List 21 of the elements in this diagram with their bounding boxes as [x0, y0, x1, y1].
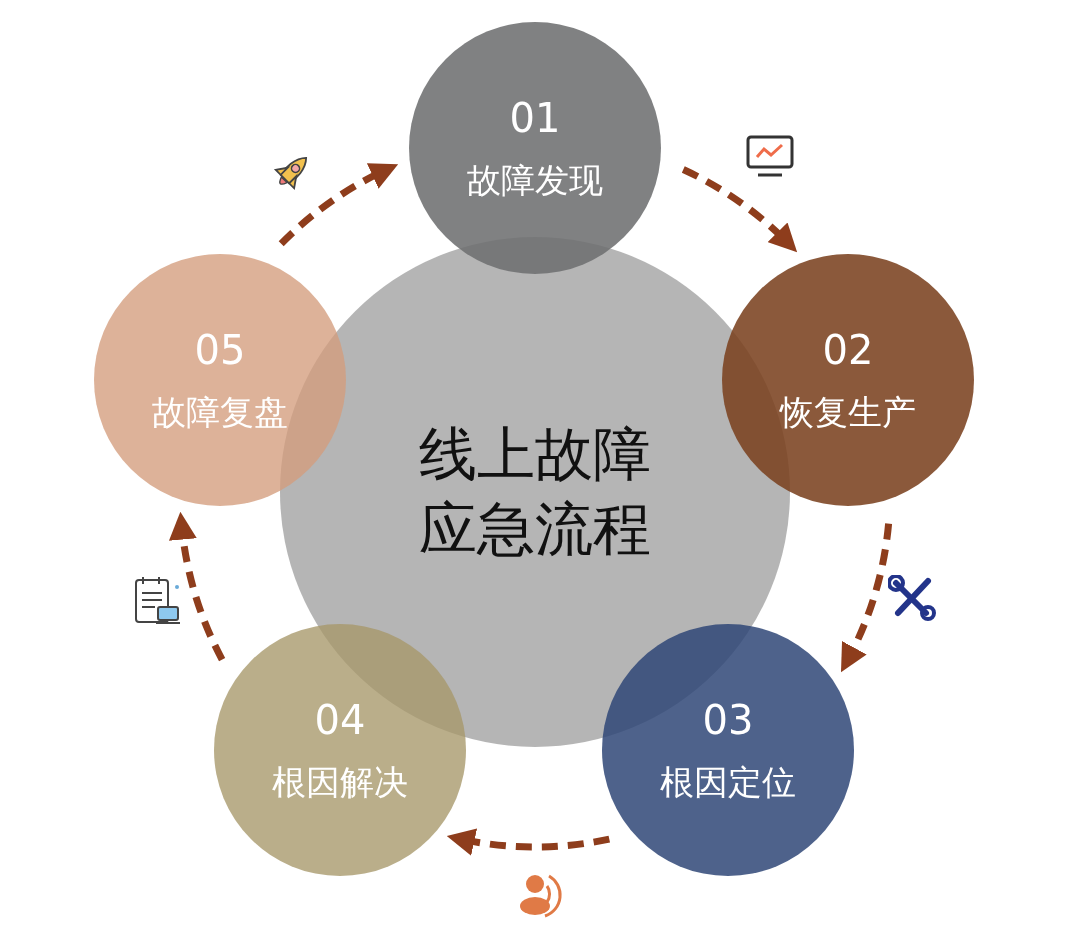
arrow — [278, 163, 398, 247]
arrow — [841, 523, 893, 673]
arrow — [681, 166, 798, 252]
step-label: 恢复生产 — [780, 394, 916, 432]
step-circle — [602, 624, 854, 876]
step-number: 02 — [822, 328, 874, 373]
step-number: 05 — [194, 328, 246, 373]
step-number: 04 — [314, 698, 366, 743]
step-circle — [722, 254, 974, 506]
step-circle — [409, 22, 661, 274]
step-label: 故障复盘 — [152, 394, 288, 432]
step-number: 01 — [509, 96, 561, 141]
step-label: 根因解决 — [272, 764, 408, 802]
step-circle — [94, 254, 346, 506]
step-circle — [214, 624, 466, 876]
step-label: 根因定位 — [660, 764, 796, 802]
arrow — [446, 827, 610, 856]
arrow — [169, 511, 226, 662]
step-label: 故障发现 — [467, 162, 603, 200]
title-text: 线上故障应急流程 — [418, 418, 652, 565]
step-number: 03 — [702, 698, 754, 743]
